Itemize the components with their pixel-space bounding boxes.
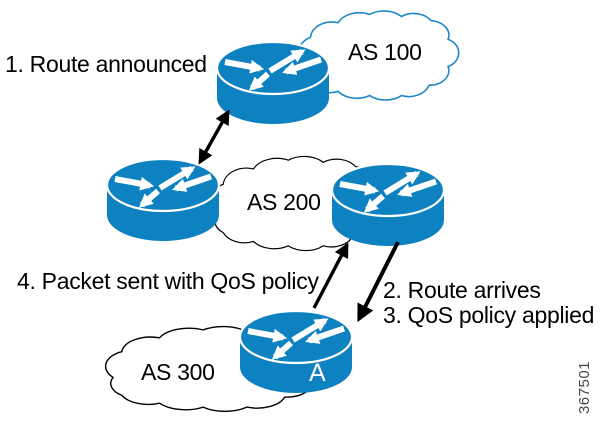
router-as200-right-icon	[332, 164, 444, 246]
step2-label: 2. Route arrives	[383, 277, 541, 303]
as300-label: AS 300	[141, 359, 215, 385]
router-as100-edge-icon	[217, 42, 329, 124]
router-as200-left-icon	[107, 159, 219, 241]
route-arrives-arrow	[357, 241, 400, 323]
step1-label: 1. Route announced	[5, 51, 207, 77]
as200-label: AS 200	[247, 189, 321, 215]
step3-label: 3. QoS policy applied	[383, 302, 595, 328]
router-a-icon	[240, 311, 352, 393]
route-announced-arrow	[198, 109, 230, 165]
as100-label: AS 100	[348, 39, 422, 65]
packet-sent-arrow	[312, 242, 349, 309]
figure-number: 367501	[576, 360, 594, 415]
router-a-name-label: A	[309, 359, 326, 387]
step4-label: 4. Packet sent with QoS policy	[17, 268, 319, 294]
